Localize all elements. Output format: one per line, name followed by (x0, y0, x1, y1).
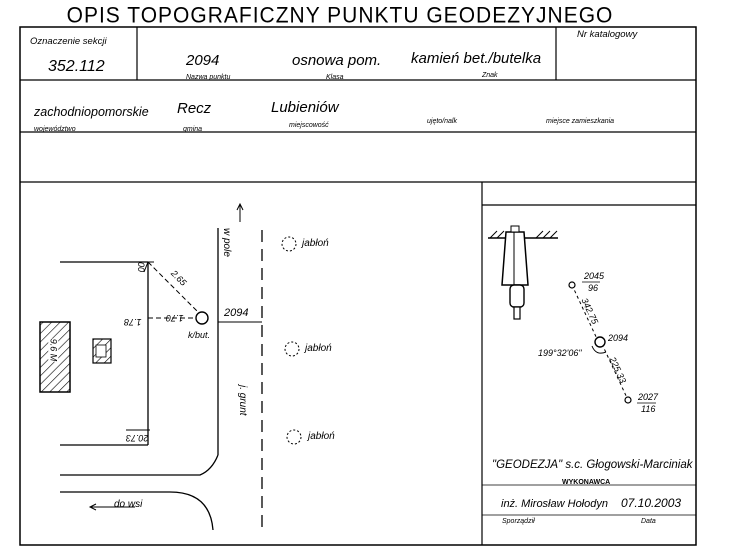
sketch-point-number: 2094 (224, 307, 249, 319)
company-label: WYKONAWCA (562, 479, 611, 486)
commune-label: gmina (183, 126, 203, 133)
north-point-number: 2045 (584, 271, 605, 281)
tree-label-2: jabłoń (305, 343, 332, 354)
north-point-sub: 96 (588, 283, 599, 293)
voivodeship-value: zachodniopomorskie (34, 105, 149, 119)
date-label: Data (641, 518, 656, 525)
residence-label: miejsce zamieszkania (546, 118, 615, 125)
angle-value: 199°32'06" (538, 348, 582, 358)
to-village-label: do wsi (114, 499, 143, 510)
center-point-number: 2094 (608, 333, 629, 343)
south-point-number: 2027 (638, 392, 659, 402)
company-name: "GEODEZJA" s.c. Głogowski-Marciniak (492, 459, 693, 471)
tree-label-1: jabłoń (302, 238, 329, 249)
class-value: osnowa pom. (292, 52, 382, 69)
point-marker-label: k/but. (188, 330, 211, 340)
placed-by-label: ujęto/nalk (427, 118, 457, 125)
point-name-value: 2094 (186, 52, 220, 69)
date-value: 07.10.2003 (621, 496, 682, 510)
class-label: Klasa (326, 74, 344, 81)
locality-value: Lubieniów (271, 99, 339, 116)
catalog-label: Nr katalogowy (577, 29, 638, 40)
point-name-label: Nazwa punktu (186, 74, 231, 81)
sign-label: Znak (482, 72, 498, 79)
tree-label-3: jabłoń (308, 431, 335, 442)
locality-label: miejscowość (289, 122, 329, 129)
section-label: Oznaczenie sekcji (30, 36, 107, 47)
surveyor-name: inż. Mirosław Hołodyn (501, 498, 608, 510)
voivodeship-label: województwo (34, 126, 76, 133)
section-value: 352.112 (48, 58, 105, 75)
commune-value: Recz (177, 100, 212, 117)
sign-value: kamień bet./butelka (411, 50, 542, 67)
south-point-sub: 116 (641, 404, 656, 414)
surveyor-label: Sporządził (502, 518, 535, 525)
page-title: OPIS TOPOGRAFICZNY PUNKTU GEODEZYJNEGO (66, 3, 614, 28)
